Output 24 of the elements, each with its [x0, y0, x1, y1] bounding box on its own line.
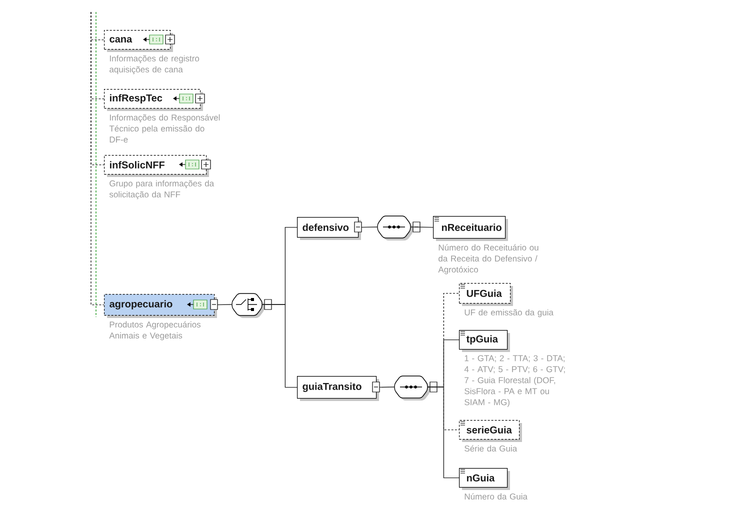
sequence-symbol [377, 216, 420, 240]
description-text: Número do Receituário ou da Receita do Defensivo / Agrotóxico [438, 244, 538, 274]
description-text: Informações do Responsável Técnico pela emissão do DF-e [109, 114, 220, 143]
element-box: tpGuia [459, 330, 510, 352]
description-text: UF de emissão da guia [464, 309, 554, 318]
description-text: Número da Guia [464, 493, 528, 500]
element-box: UFGuia [459, 283, 513, 306]
element-box: serieGuia [459, 420, 522, 442]
description-text: 1 - GTA; 2 - TTA; 3 - DTA; 4 - ATV; 5 - PTV; 6 - GTV; 7 - Guia Florestal (DOF, SisFlora - PA e MT ou SIAM - MG) [464, 355, 565, 407]
sequence-symbol [394, 376, 438, 400]
description-text: Informações de registro aquisições de cana [110, 55, 200, 74]
description-text: Produtos Agropecuários Animais e Vegetais [109, 321, 201, 340]
connector-line [262, 304, 298, 388]
element-box: defensivo [297, 217, 361, 240]
choice-symbol [232, 293, 272, 318]
element-box: nGuia [459, 468, 510, 490]
connector-line [427, 386, 460, 478]
connector-line [90, 12, 104, 306]
description-text: Série da Guia [464, 445, 518, 452]
element-box: agropecuario [104, 294, 217, 318]
description-text: Grupo para informações da solicitação da NFF [109, 180, 214, 200]
element-box: nReceituario [433, 216, 508, 241]
connector-line [410, 226, 434, 228]
element-box: guiaTransito [297, 376, 379, 401]
